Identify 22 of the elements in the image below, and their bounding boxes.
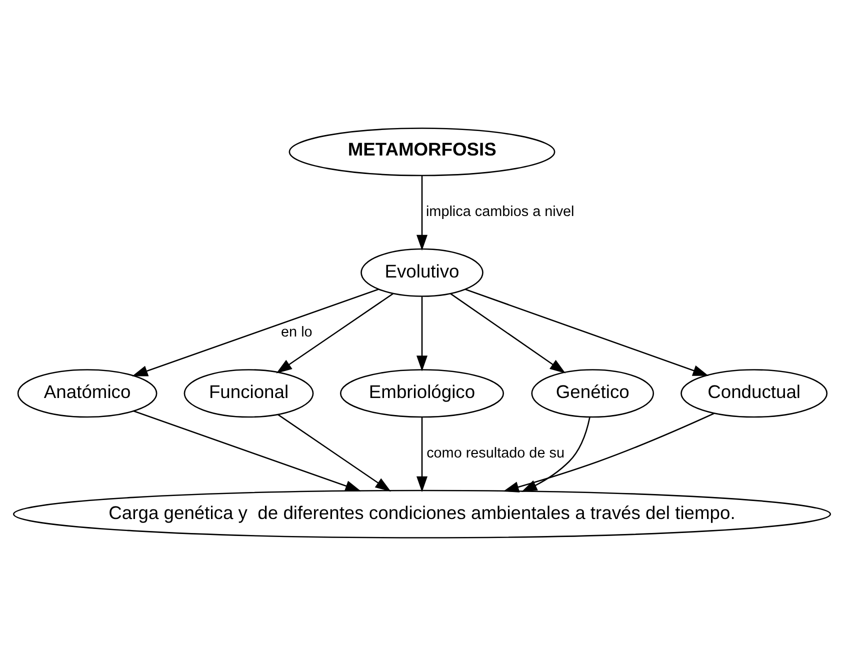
node-ellipse: Embriológico xyxy=(340,369,504,418)
edge-label: en lo xyxy=(281,324,312,341)
node-ellipse: METAMORFOSIS xyxy=(288,128,556,176)
arrow xyxy=(132,288,379,376)
arrow xyxy=(416,296,428,372)
arrow xyxy=(503,412,714,492)
arrow xyxy=(277,414,392,492)
edge-label: como resultado de su xyxy=(426,445,564,462)
node-ellipse: Carga genética y de diferentes condiciones ambientales a través del tiempo. xyxy=(12,490,832,538)
edge-label: implica cambios a nivel xyxy=(426,204,574,220)
node-ellipse: Evolutivo xyxy=(360,248,484,297)
arrow xyxy=(276,293,394,374)
node-ellipse: Anatómico xyxy=(17,369,158,418)
node-ellipse: Genético xyxy=(531,369,654,418)
arrow xyxy=(416,417,428,492)
node-ellipse: Conductual xyxy=(680,369,828,418)
arrow xyxy=(133,410,362,492)
arrow xyxy=(450,293,566,374)
arrow xyxy=(521,417,590,492)
node-ellipse: Funcional xyxy=(184,369,314,418)
arrow xyxy=(416,176,428,251)
arrow xyxy=(464,288,709,376)
